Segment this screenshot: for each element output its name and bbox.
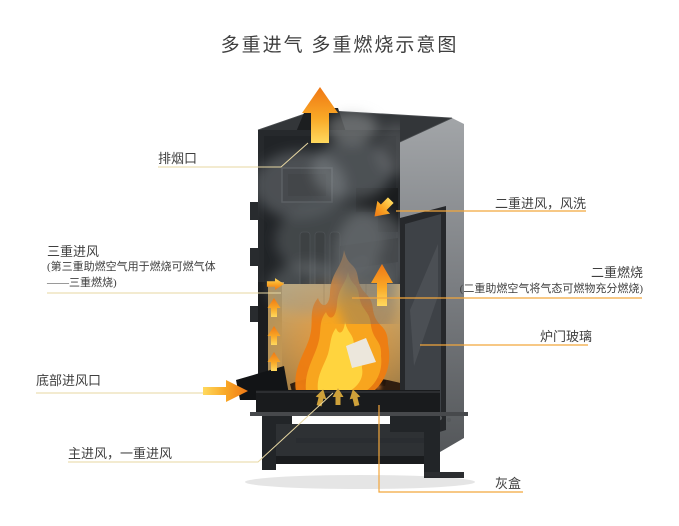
secondary-combustion-arrow-icon xyxy=(371,264,393,306)
smoke xyxy=(258,112,400,324)
stove-door xyxy=(400,206,446,444)
exhaust-arrow-icon xyxy=(302,87,338,143)
label-secondary-combustion-desc: (二重助燃空气将气态可燃物充分燃烧) xyxy=(459,283,643,295)
right-leg xyxy=(390,416,440,478)
bottom-inlet-arrow-icon xyxy=(203,380,248,402)
leader-lines xyxy=(36,142,642,493)
label-smoke-outlet: 排烟口 xyxy=(158,151,198,166)
leader-primary-air xyxy=(68,392,334,463)
white-fuel-piece xyxy=(346,338,376,368)
label-secondary-air-wash: 二重进风，风洗 xyxy=(494,196,586,211)
airwash-arrow-icon xyxy=(374,197,394,217)
tertiary-air-arrows-icon xyxy=(266,278,285,371)
label-secondary-combustion-title: 二重燃烧 xyxy=(590,265,643,280)
stove-base xyxy=(236,366,475,489)
label-tertiary-air-title: 三重进风 xyxy=(47,244,100,259)
leader-ash-box xyxy=(378,405,523,493)
label-tertiary-air-desc1: (第三重助燃空气用于燃烧可燃气体 xyxy=(47,261,216,273)
diagram-title: 多重进气 多重燃烧示意图 xyxy=(220,35,459,56)
label-ash-box: 灰盒 xyxy=(494,476,521,491)
door-glass-pane xyxy=(405,214,441,433)
left-leg xyxy=(262,416,292,470)
label-door-glass: 炉门玻璃 xyxy=(539,329,592,344)
label-primary-air: 主进风，一重进风 xyxy=(68,446,173,461)
leader-smoke-outlet xyxy=(158,142,309,168)
label-tertiary-air-desc2: ——三重燃烧) xyxy=(47,277,117,289)
primary-air-arrows-icon xyxy=(315,388,361,407)
label-bottom-air-inlet: 底部进风口 xyxy=(36,373,102,388)
